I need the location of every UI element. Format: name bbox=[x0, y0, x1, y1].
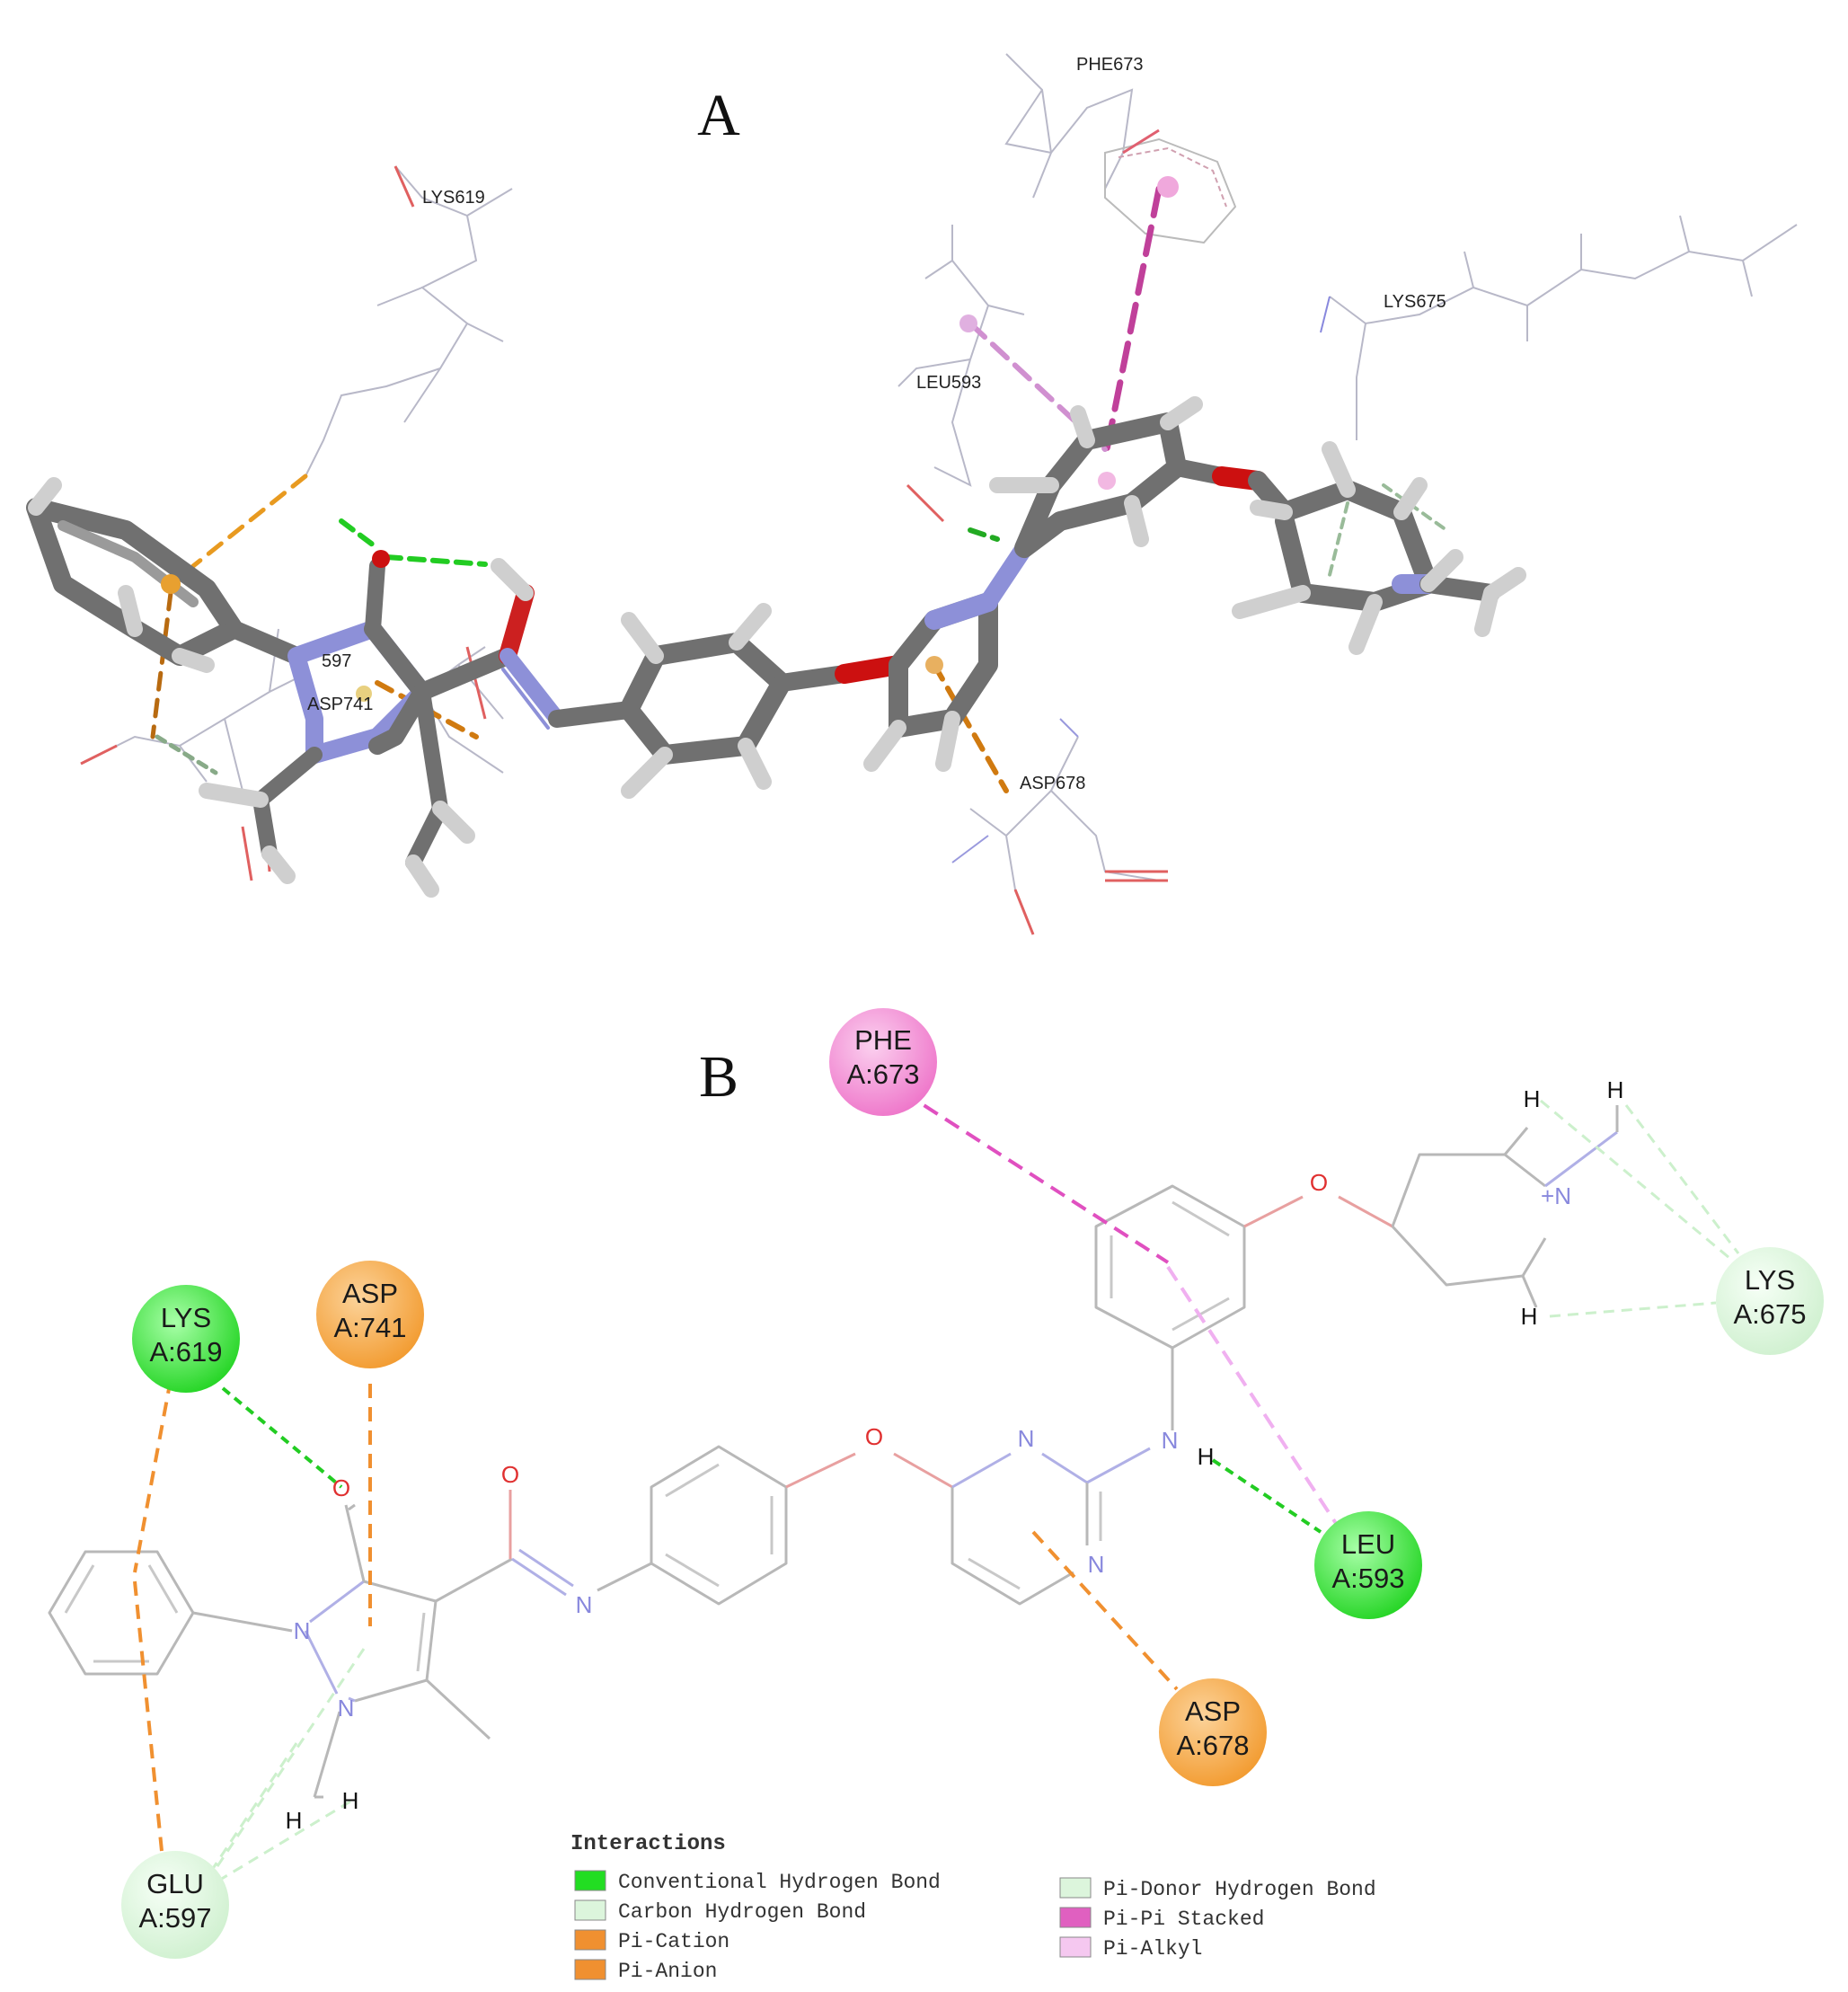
legend-item-conventional-hydrogen-bond: Conventional Hydrogen Bond bbox=[574, 1870, 941, 1894]
svg-text:A:675: A:675 bbox=[1733, 1298, 1806, 1330]
residue-labels-3d: PHE673 LYS619 LYS675 LEU593 ASP741 ASP67… bbox=[307, 55, 1446, 793]
atom-n-pyrimidine-2: N bbox=[1088, 1551, 1105, 1578]
svg-text:Pi-Cation: Pi-Cation bbox=[618, 1930, 729, 1953]
atom-n-pyrimidine-1: N bbox=[1018, 1425, 1035, 1452]
panel-a-3d-view: A bbox=[26, 53, 1798, 935]
residue-label-lys619: LYS619 bbox=[422, 188, 485, 208]
residue-wireframes bbox=[80, 53, 1798, 935]
svg-text:A:678: A:678 bbox=[1176, 1730, 1249, 1761]
atom-o-carbonyl: O bbox=[332, 1474, 350, 1501]
residue-label-phe673: PHE673 bbox=[1076, 55, 1144, 75]
atom-h-nh: H bbox=[1198, 1443, 1215, 1470]
legend-item-pi-cation: Pi-Cation bbox=[574, 1929, 729, 1953]
svg-text:Pi-Donor Hydrogen Bond: Pi-Donor Hydrogen Bond bbox=[1103, 1878, 1376, 1901]
atom-n-pyrazole-1: N bbox=[294, 1617, 311, 1644]
residue-label-leu593: LEU593 bbox=[916, 373, 981, 393]
residue-label-glu597-partial: 597 bbox=[322, 651, 351, 671]
svg-text:PHE: PHE bbox=[854, 1024, 912, 1056]
atom-n-aniline: N bbox=[1162, 1427, 1179, 1454]
residue-leu-593: LEU A:593 bbox=[1314, 1511, 1422, 1619]
legend-item-pi-anion: Pi-Anion bbox=[574, 1959, 717, 1983]
atom-h-1: H bbox=[1524, 1085, 1541, 1112]
ligand-2d-structure bbox=[48, 1105, 1619, 1799]
svg-text:Pi-Alkyl: Pi-Alkyl bbox=[1103, 1937, 1202, 1961]
svg-text:A:593: A:593 bbox=[1331, 1563, 1404, 1594]
svg-text:LEU: LEU bbox=[1341, 1528, 1395, 1560]
interaction-lines-2d bbox=[133, 1090, 1740, 1884]
residue-asp-741: ASP A:741 bbox=[316, 1261, 424, 1368]
panel-b-label: B bbox=[699, 1044, 738, 1110]
ligand-stick-model bbox=[26, 396, 1526, 898]
atom-h-3: H bbox=[1521, 1303, 1538, 1330]
atom-h-2: H bbox=[1607, 1076, 1624, 1103]
panel-a-label: A bbox=[697, 83, 740, 148]
residue-phe-673: PHE A:673 bbox=[829, 1008, 937, 1116]
legend-item-pi-alkyl: Pi-Alkyl bbox=[1059, 1936, 1202, 1961]
legend-item-pi-donor-hydrogen-bond: Pi-Donor Hydrogen Bond bbox=[1059, 1877, 1376, 1901]
atom-n-imine: N bbox=[576, 1591, 593, 1618]
atom-o-amide: O bbox=[501, 1461, 519, 1488]
svg-text:Pi-Anion: Pi-Anion bbox=[618, 1960, 717, 1983]
svg-text:GLU: GLU bbox=[146, 1868, 204, 1899]
svg-text:Carbon Hydrogen Bond: Carbon Hydrogen Bond bbox=[618, 1900, 866, 1924]
legend-title: Interactions bbox=[570, 1832, 726, 1856]
residue-nodes: PHE A:673 LYS A:619 ASP A:741 LYS A:675 … bbox=[121, 1008, 1824, 1959]
residue-label-lys675: LYS675 bbox=[1384, 292, 1446, 312]
atom-n-piperidinium: +N bbox=[1541, 1182, 1571, 1209]
svg-text:A:741: A:741 bbox=[333, 1312, 406, 1343]
legend-item-pi-pi-stacked: Pi-Pi Stacked bbox=[1059, 1907, 1264, 1931]
atom-h-4: H bbox=[286, 1807, 303, 1834]
svg-text:A:673: A:673 bbox=[846, 1058, 919, 1090]
svg-text:A:619: A:619 bbox=[149, 1336, 222, 1368]
svg-text:ASP: ASP bbox=[342, 1278, 398, 1309]
svg-text:ASP: ASP bbox=[1185, 1695, 1241, 1727]
pi-centroids bbox=[161, 176, 1179, 702]
residue-lys-675: LYS A:675 bbox=[1716, 1247, 1824, 1355]
panel-b-2d-diagram: B bbox=[48, 1008, 1824, 1983]
interactions-legend: Interactions Conventional Hydrogen Bond … bbox=[570, 1832, 1376, 1983]
svg-text:Conventional Hydrogen Bond: Conventional Hydrogen Bond bbox=[618, 1871, 941, 1894]
svg-text:Pi-Pi Stacked: Pi-Pi Stacked bbox=[1103, 1908, 1264, 1931]
legend-item-carbon-hydrogen-bond: Carbon Hydrogen Bond bbox=[574, 1899, 866, 1924]
svg-text:LYS: LYS bbox=[1745, 1264, 1795, 1296]
atom-h-5: H bbox=[342, 1787, 359, 1814]
residue-label-asp741: ASP741 bbox=[307, 695, 373, 714]
atom-o-ether-2: O bbox=[1310, 1169, 1328, 1196]
residue-glu-597: GLU A:597 bbox=[121, 1851, 229, 1959]
svg-text:LYS: LYS bbox=[161, 1302, 211, 1333]
residue-label-asp678: ASP678 bbox=[1020, 774, 1085, 793]
residue-asp-678: ASP A:678 bbox=[1159, 1678, 1267, 1786]
atom-labels: O O O O N N N N N N +N H H H H H H bbox=[286, 1076, 1624, 1834]
svg-text:A:597: A:597 bbox=[138, 1902, 211, 1934]
atom-n-pyrazole-2: N bbox=[338, 1695, 355, 1722]
residue-lys-619: LYS A:619 bbox=[132, 1285, 240, 1393]
atom-o-ether-1: O bbox=[865, 1423, 883, 1450]
